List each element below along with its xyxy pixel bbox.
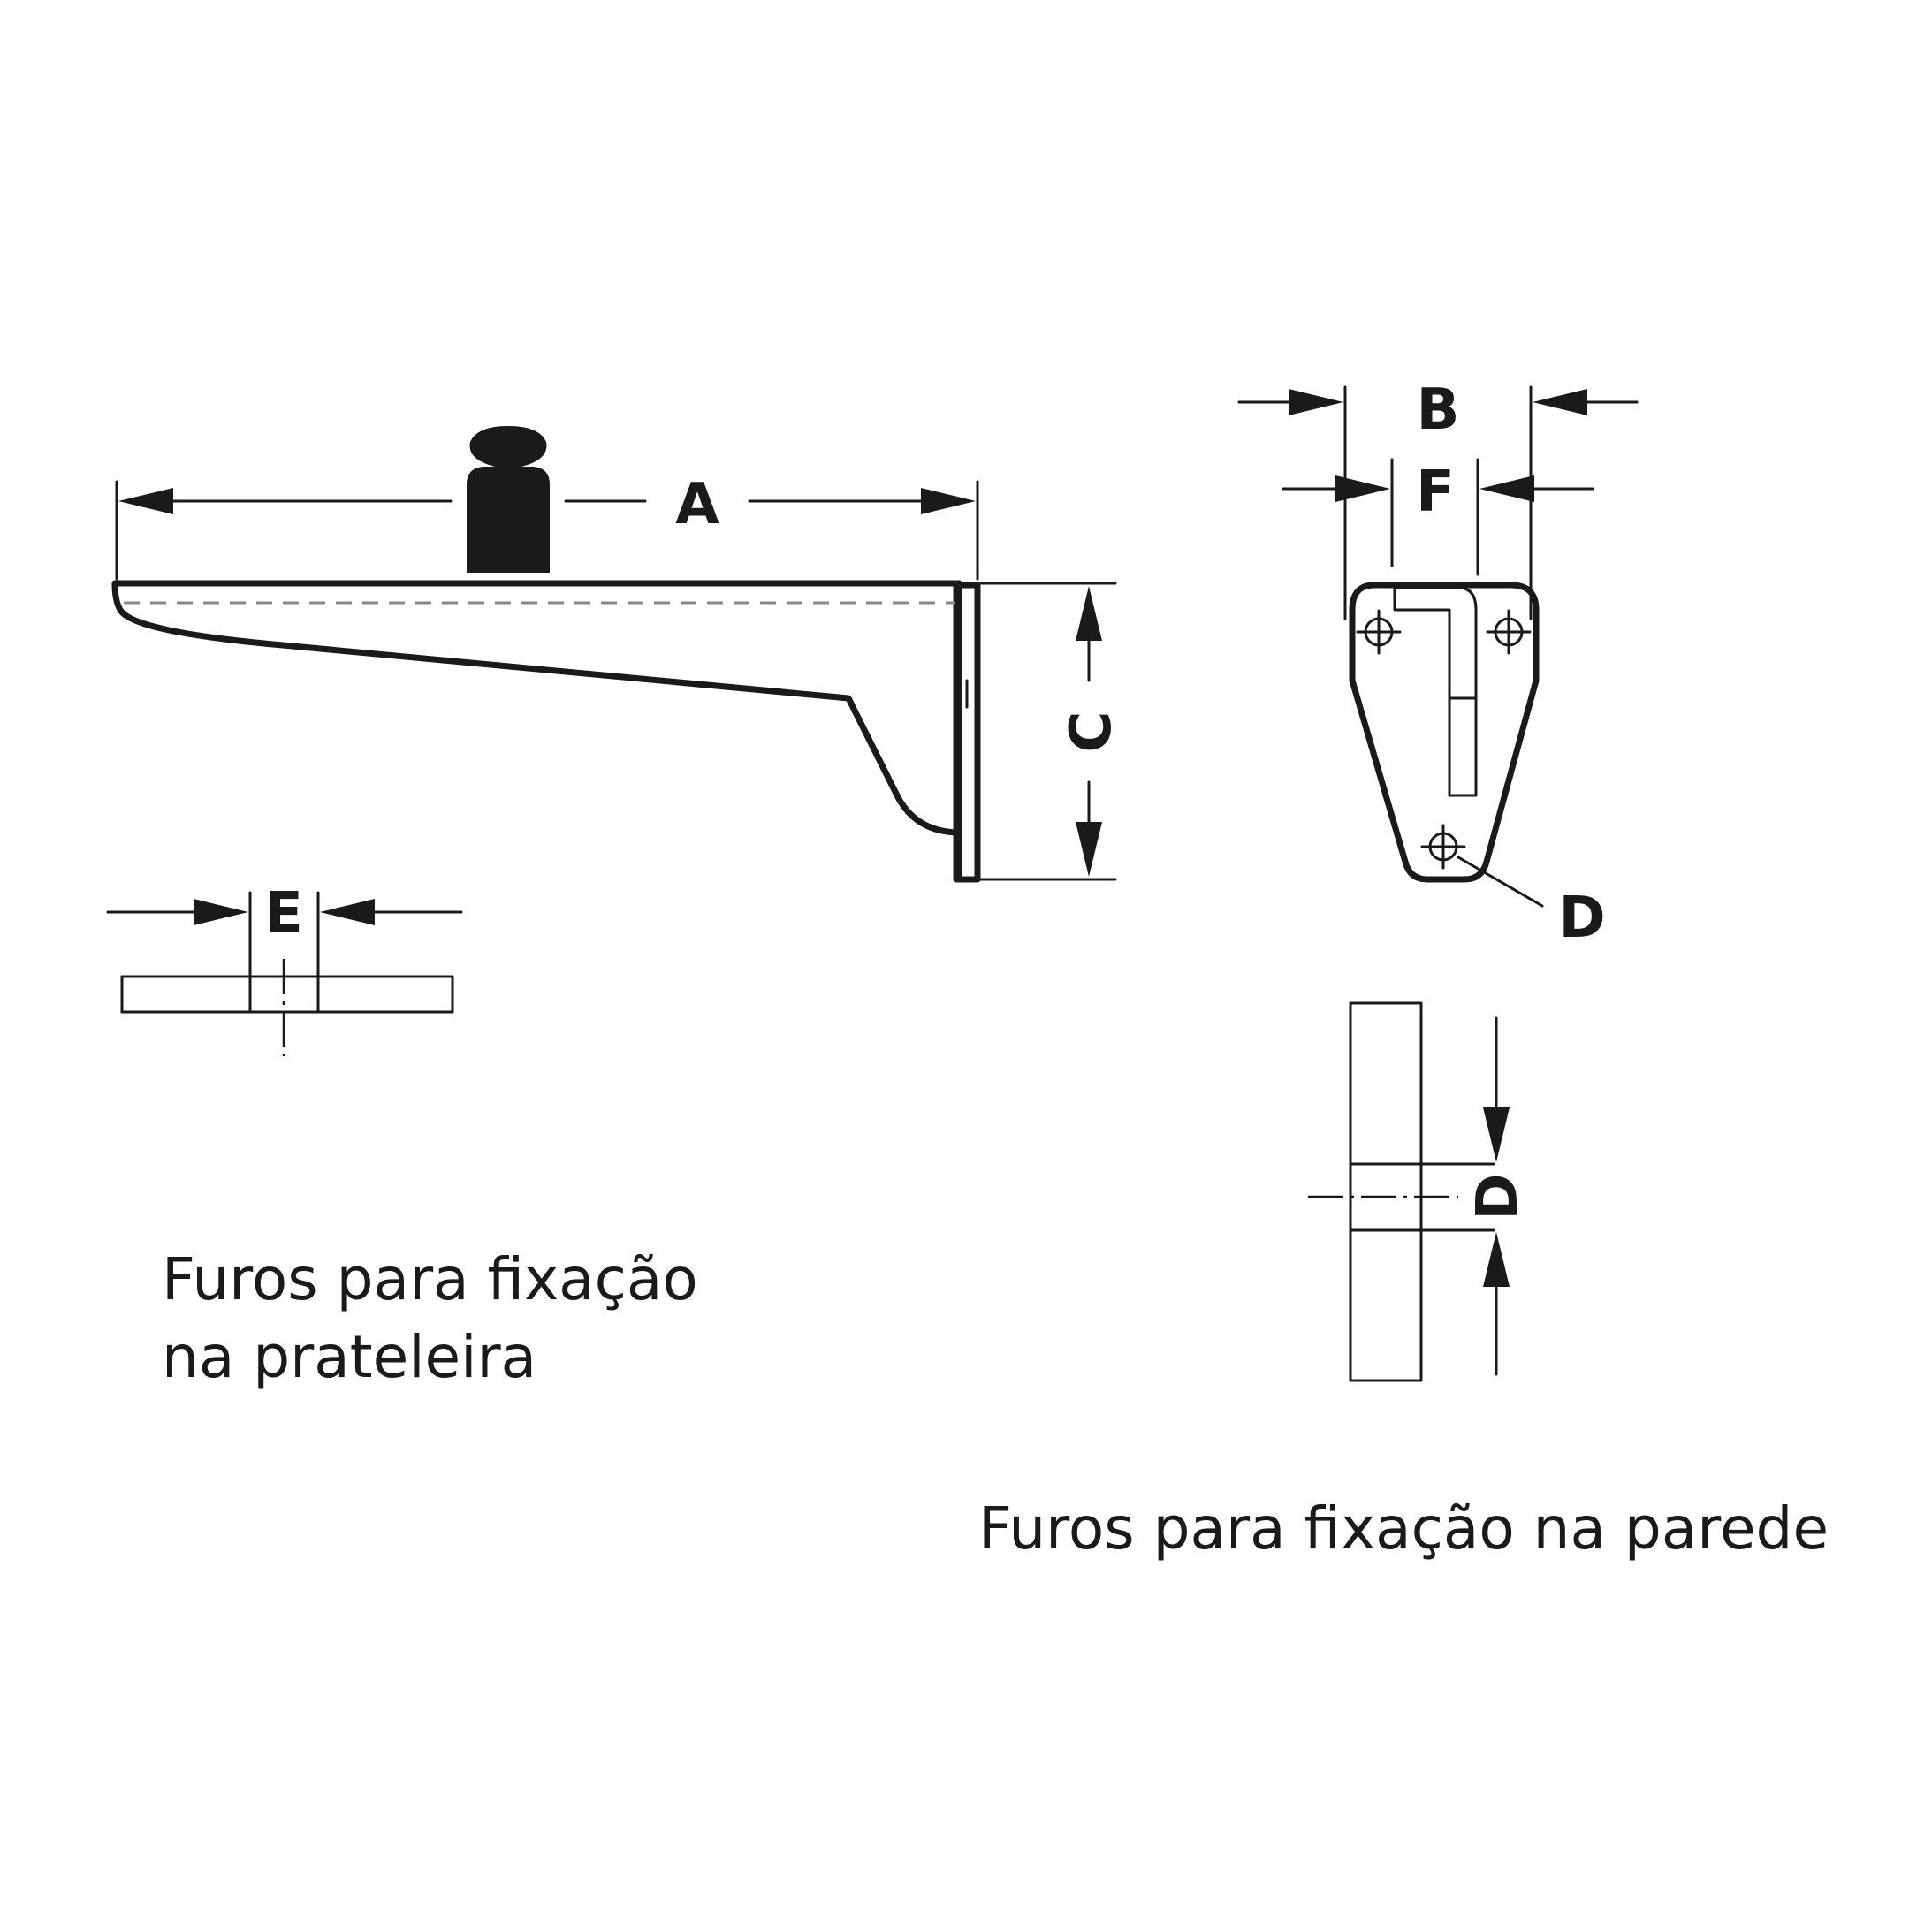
leader-D xyxy=(1457,856,1544,908)
wall-section-top xyxy=(1349,1001,1423,1166)
wall-hole-upper-left xyxy=(1356,609,1402,655)
bracket-side-view: A C xyxy=(111,426,1124,883)
wall-section-bottom xyxy=(1349,1228,1423,1382)
wall-hole-bottom xyxy=(1420,824,1466,870)
shelf-hole-section: E xyxy=(106,881,463,1056)
bracket-arm-profile xyxy=(1393,586,1478,797)
label-D: D xyxy=(1558,886,1605,951)
shelf-section-left xyxy=(120,975,252,1014)
dimension-A: A xyxy=(115,472,979,581)
dimension-E: E xyxy=(106,881,463,947)
label-F: F xyxy=(1416,460,1455,525)
dimension-B: B xyxy=(1237,377,1639,620)
dimension-D-section: D xyxy=(1465,1016,1531,1376)
caption-wall: Furos para fixação na parede xyxy=(978,1495,1829,1563)
shelf-section-right xyxy=(316,975,454,1014)
dimension-C: C xyxy=(979,582,1124,881)
caption-shelf-line2: na prateleira xyxy=(162,1323,536,1391)
weight-icon xyxy=(467,426,550,573)
caption-shelf-line1: Furos para fixação xyxy=(162,1245,698,1313)
label-E: E xyxy=(264,881,303,947)
dimension-F: F xyxy=(1282,458,1594,576)
label-B: B xyxy=(1417,377,1460,443)
label-A: A xyxy=(675,472,719,537)
bracket-outline xyxy=(111,580,962,883)
label-D-section: D xyxy=(1465,1173,1531,1220)
label-C: C xyxy=(1059,711,1124,753)
wall-plate xyxy=(953,582,981,883)
wall-plate-front-view: D B F xyxy=(1237,377,1639,951)
wall-hole-upper-right xyxy=(1486,609,1532,655)
wall-plate-outline xyxy=(1349,582,1540,883)
wall-hole-section: D xyxy=(1308,1001,1531,1382)
